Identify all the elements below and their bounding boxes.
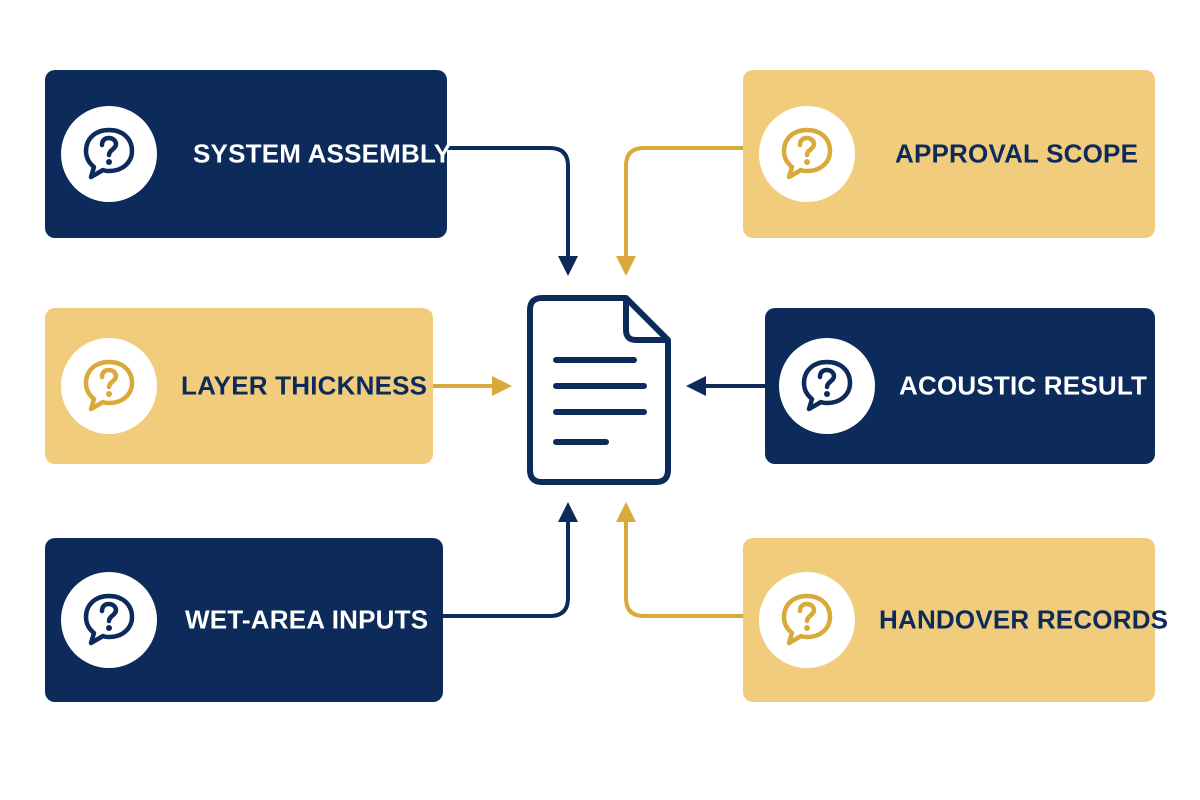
card-label: APPROVAL SCOPE (895, 138, 1139, 169)
card-layer-thickness: LAYER THICKNESS (45, 308, 433, 464)
connector-wet-area-inputs (443, 502, 578, 618)
question-bubble-icon (61, 106, 157, 202)
document-icon (527, 295, 671, 485)
card-system-assembly: SYSTEM ASSEMBLY (45, 70, 451, 238)
card-acoustic-result: ACOUSTIC RESULT (765, 308, 1155, 464)
card-approval-scope: APPROVAL SCOPE (743, 70, 1155, 238)
question-bubble-icon (759, 106, 855, 202)
connector-handover-records (616, 502, 743, 618)
card-label: SYSTEM ASSEMBLY (193, 138, 452, 169)
question-bubble-icon (61, 338, 157, 434)
card-handover-records: HANDOVER RECORDS (743, 538, 1168, 702)
card-label: LAYER THICKNESS (181, 370, 428, 401)
question-bubble-icon (779, 338, 875, 434)
connector-system-assembly (447, 146, 578, 276)
card-label: WET-AREA INPUTS (185, 604, 429, 635)
card-label: ACOUSTIC RESULT (899, 370, 1148, 401)
connector-approval-scope (616, 146, 743, 276)
card-label: HANDOVER RECORDS (879, 604, 1169, 635)
question-bubble-icon (759, 572, 855, 668)
card-wet-area-inputs: WET-AREA INPUTS (45, 538, 443, 702)
question-bubble-icon (61, 572, 157, 668)
